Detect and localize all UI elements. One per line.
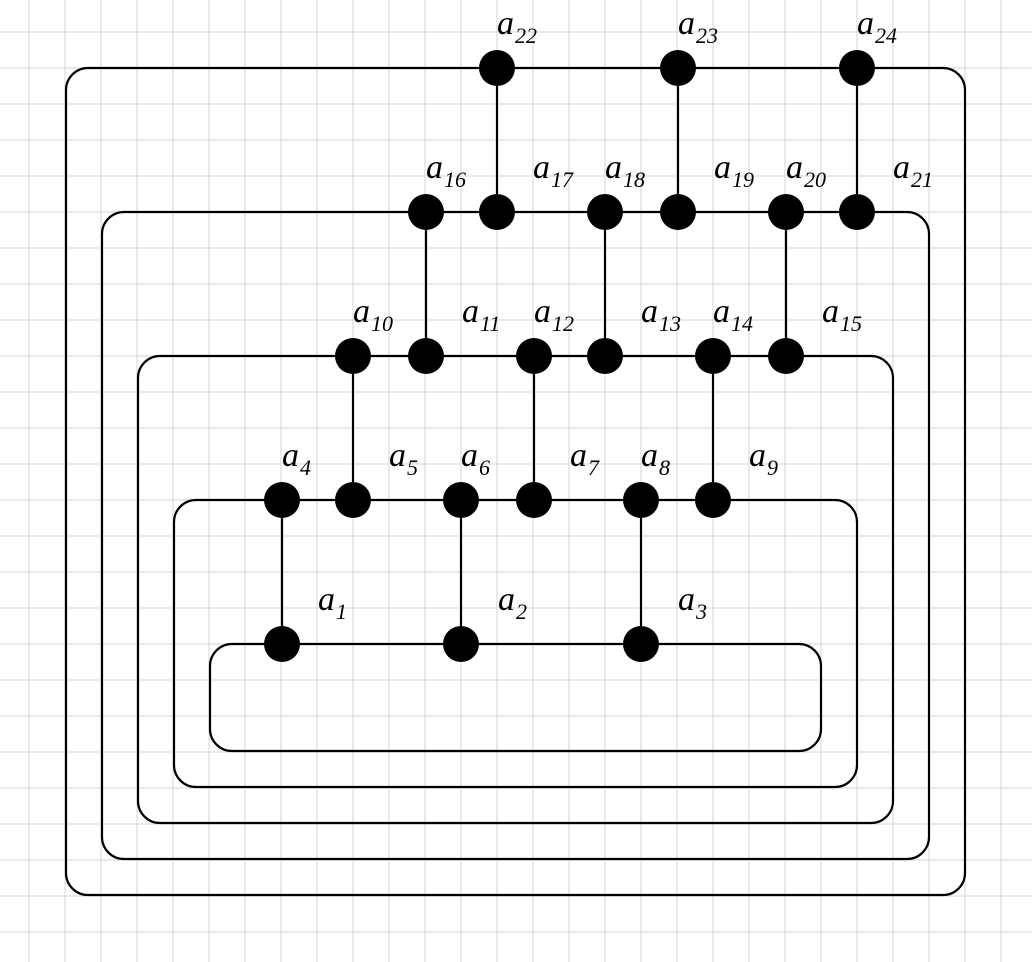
vertex-a11 xyxy=(408,338,444,374)
vertex-a21 xyxy=(839,194,875,230)
vertex-label-a14: a14 xyxy=(713,293,753,336)
vertex-label-subscript: 15 xyxy=(840,311,862,336)
vertex-label-subscript: 6 xyxy=(479,455,490,480)
vertex-label-subscript: 4 xyxy=(300,455,311,480)
vertex-label-subscript: 9 xyxy=(767,455,778,480)
vertex-label-a16: a16 xyxy=(426,149,466,192)
cycle-loop-3 xyxy=(136,354,895,825)
vertex-a9 xyxy=(695,482,731,518)
vertex-a5 xyxy=(335,482,371,518)
vertex-label-subscript: 18 xyxy=(623,167,645,192)
vertex-label-subscript: 14 xyxy=(731,311,753,336)
vertex-label-subscript: 16 xyxy=(444,167,466,192)
vertex-label-a3: a3 xyxy=(678,581,707,624)
vertex-label-subscript: 21 xyxy=(911,167,933,192)
vertex-a17 xyxy=(479,194,515,230)
vertex-label-subscript: 11 xyxy=(480,311,500,336)
vertex-label-subscript: 8 xyxy=(659,455,670,480)
vertex-label-subscript: 24 xyxy=(875,23,897,48)
vertex-label-subscript: 20 xyxy=(804,167,826,192)
vertex-label-subscript: 7 xyxy=(588,455,600,480)
connecting-edges xyxy=(280,68,859,644)
cycle-loop-4 xyxy=(100,210,931,861)
vertex-label-a17: a17 xyxy=(533,149,574,192)
vertex-label-a13: a13 xyxy=(641,293,681,336)
vertex-label-a11: a11 xyxy=(462,293,500,336)
vertex-label-a12: a12 xyxy=(534,293,574,336)
vertex-a24 xyxy=(839,50,875,86)
vertex-label-a4: a4 xyxy=(282,437,311,480)
vertices xyxy=(264,50,875,662)
vertex-a18 xyxy=(587,194,623,230)
vertex-a4 xyxy=(264,482,300,518)
vertex-label-subscript: 12 xyxy=(552,311,574,336)
vertex-label-subscript: 13 xyxy=(659,311,681,336)
vertex-label-a2: a2 xyxy=(498,581,527,624)
vertex-label-subscript: 10 xyxy=(371,311,393,336)
vertex-label-a8: a8 xyxy=(641,437,670,480)
vertex-label-a24: a24 xyxy=(857,5,897,48)
vertex-label-subscript: 17 xyxy=(551,167,574,192)
vertex-label-subscript: 3 xyxy=(695,599,707,624)
vertex-label-subscript: 19 xyxy=(732,167,754,192)
cycle-loop-5 xyxy=(64,66,967,897)
vertex-label-a23: a23 xyxy=(678,5,718,48)
vertex-a23 xyxy=(660,50,696,86)
vertex-a3 xyxy=(623,626,659,662)
vertex-a19 xyxy=(660,194,696,230)
vertex-label-a7: a7 xyxy=(570,437,600,480)
vertex-a8 xyxy=(623,482,659,518)
vertex-label-subscript: 2 xyxy=(516,599,527,624)
vertex-label-subscript: 1 xyxy=(336,599,347,624)
vertex-a20 xyxy=(768,194,804,230)
vertex-label-a1: a1 xyxy=(318,581,347,624)
vertex-a13 xyxy=(587,338,623,374)
vertex-label-subscript: 22 xyxy=(515,23,537,48)
cycle-loop-2 xyxy=(172,498,859,789)
vertex-label-a18: a18 xyxy=(605,149,645,192)
vertex-a16 xyxy=(408,194,444,230)
vertex-label-a22: a22 xyxy=(497,5,537,48)
vertex-label-a5: a5 xyxy=(389,437,418,480)
vertex-label-a9: a9 xyxy=(749,437,778,480)
vertex-label-subscript: 5 xyxy=(407,455,418,480)
vertex-label-a6: a6 xyxy=(461,437,490,480)
vertex-a15 xyxy=(768,338,804,374)
vertex-label-a19: a19 xyxy=(714,149,754,192)
vertex-a12 xyxy=(516,338,552,374)
vertex-a22 xyxy=(479,50,515,86)
vertex-a10 xyxy=(335,338,371,374)
vertex-label-a15: a15 xyxy=(822,293,862,336)
vertex-a1 xyxy=(264,626,300,662)
vertex-a2 xyxy=(443,626,479,662)
vertex-labels: a1 a2 a3 a4 a5 a6 a7 a8 a9 a10 a11 a12 a13 a14 a15 a16 a… xyxy=(282,5,933,624)
cycle-loop-1 xyxy=(208,642,823,753)
vertex-a7 xyxy=(516,482,552,518)
vertex-label-a10: a10 xyxy=(353,293,393,336)
vertex-label-subscript: 23 xyxy=(696,23,718,48)
vertex-label-a21: a21 xyxy=(893,149,933,192)
vertex-a14 xyxy=(695,338,731,374)
vertex-a6 xyxy=(443,482,479,518)
cycle-loops xyxy=(64,66,967,897)
vertex-label-a20: a20 xyxy=(786,149,826,192)
